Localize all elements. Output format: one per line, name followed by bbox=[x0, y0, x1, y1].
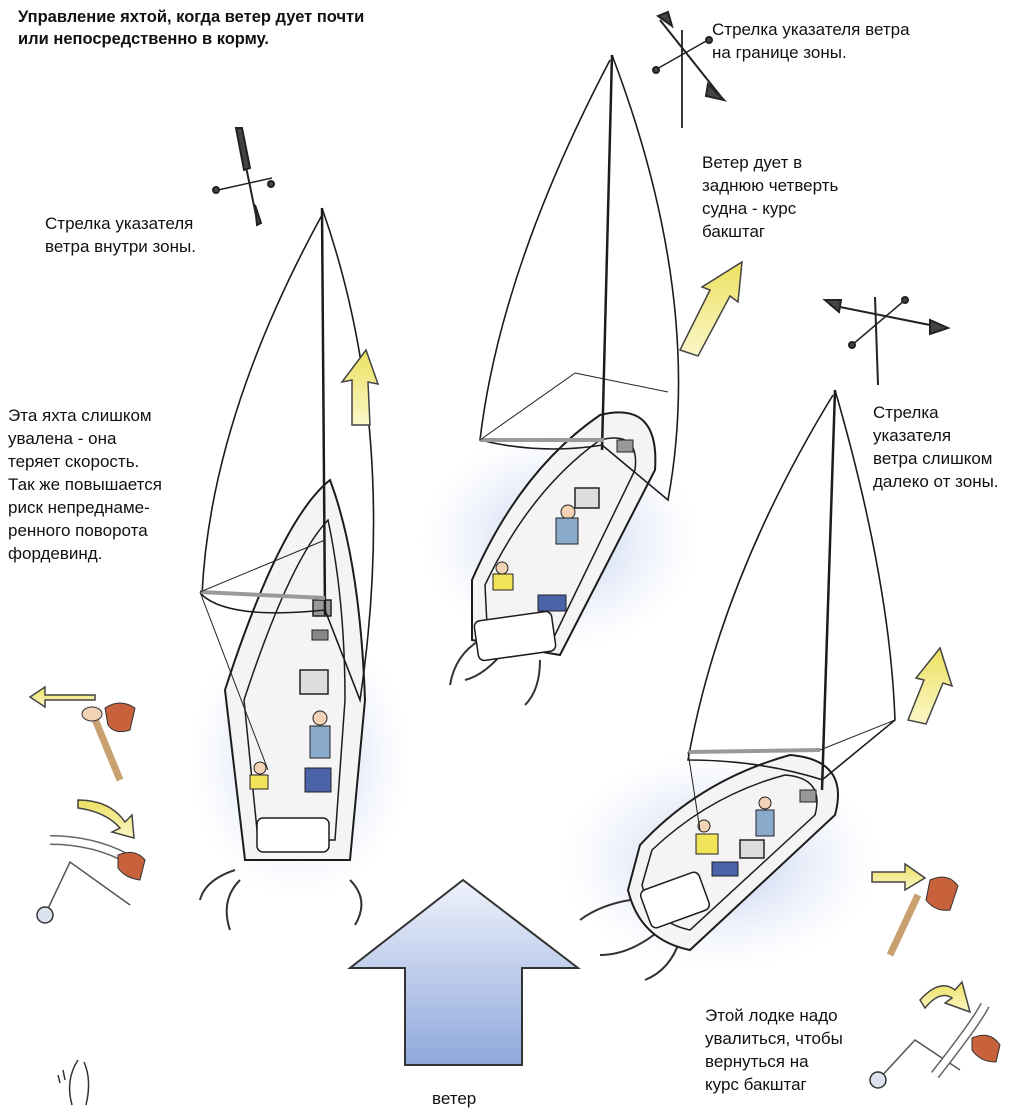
tiller-push-left-icon bbox=[37, 800, 145, 923]
label-wind: ветер bbox=[432, 1087, 476, 1110]
sail-sketch-icon bbox=[58, 1060, 89, 1105]
page-title: Управление яхтой, когда ветер дует почти… bbox=[18, 6, 364, 50]
tiller-left-icon bbox=[30, 687, 135, 780]
label-bear-away: Этой лодке надо увалиться, чтобы вернуть… bbox=[705, 1004, 843, 1096]
label-vane-too-far: Стрелка указателя ветра слишком далеко о… bbox=[873, 401, 999, 493]
wind-vane-too-far-icon bbox=[825, 297, 948, 385]
label-too-far-off: Эта яхта слишком увалена - она теряет ск… bbox=[8, 404, 162, 565]
label-broad-reach: Ветер дует в заднюю четверть судна - кур… bbox=[702, 151, 838, 243]
label-vane-inside-zone: Стрелка указателя ветра внутри зоны. bbox=[45, 212, 196, 258]
wind-vane-inside-zone-icon bbox=[213, 128, 274, 225]
spinnaker bbox=[688, 395, 833, 780]
label-vane-edge-zone: Стрелка указателя ветра на границе зоны. bbox=[712, 18, 910, 64]
yacht-broad-reach bbox=[420, 55, 700, 705]
wind-direction-arrow bbox=[350, 880, 578, 1065]
tiller-right-icon bbox=[872, 864, 958, 955]
tiller-push-right-icon bbox=[870, 982, 1000, 1088]
spinnaker bbox=[480, 60, 610, 449]
yacht-too-far-off bbox=[190, 208, 410, 930]
